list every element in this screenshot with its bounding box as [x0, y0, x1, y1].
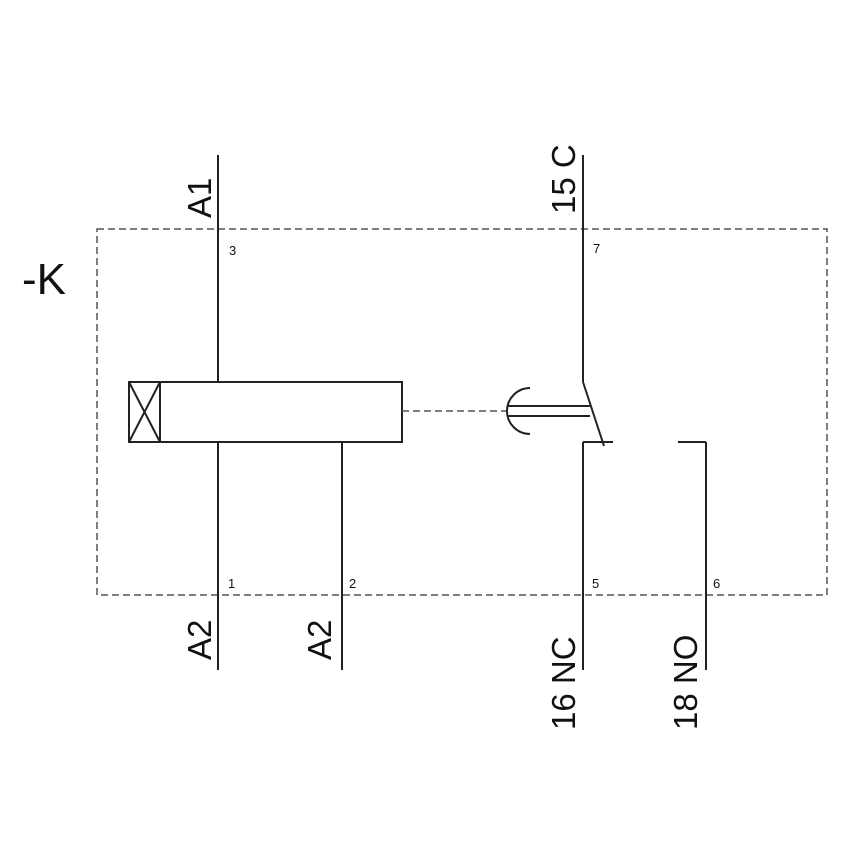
terminal-label-a2-right: A2: [301, 620, 338, 660]
terminal-label-a1: A1: [181, 178, 218, 218]
pin-6: 6: [713, 576, 720, 591]
terminal-label-15c: 15 C: [545, 144, 582, 214]
terminal-label-16nc: 16 NC: [545, 636, 582, 730]
coil-symbol: [128, 381, 403, 443]
pin-7: 7: [593, 241, 600, 256]
coil-body: [128, 381, 403, 443]
terminal-label-18no: 18 NO: [667, 635, 704, 730]
pin-2: 2: [349, 576, 356, 591]
contact-blade: [582, 381, 605, 447]
coil-cross-b: [128, 381, 161, 443]
device-designation: -K: [22, 255, 66, 304]
terminal-label-a2-left: A2: [181, 620, 218, 660]
pin-1: 1: [228, 576, 235, 591]
delay-actuator-icon: [506, 387, 531, 435]
device-enclosure: [96, 228, 828, 596]
pin-3: 3: [229, 243, 236, 258]
pin-5: 5: [592, 576, 599, 591]
